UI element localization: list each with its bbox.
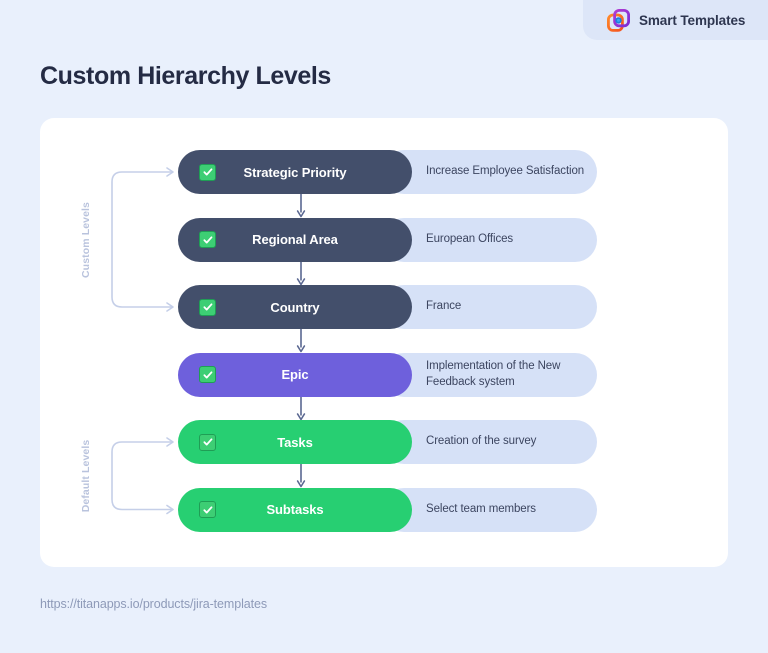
hierarchy-row: Regional Area European Offices [178, 217, 597, 262]
flow-arrow-down-icon [295, 261, 307, 286]
hierarchy-diagram: Strategic Priority Increase Employee Sati… [40, 118, 728, 567]
hierarchy-row: Strategic Priority Increase Employee Sati… [178, 150, 597, 194]
level-pill[interactable]: Country [178, 285, 412, 329]
value-chip: Implementation of the New Feedback syste… [382, 352, 597, 397]
value-text: European Offices [426, 232, 514, 245]
group-bracket-arrow-icon [166, 302, 174, 312]
value-chip: France [382, 285, 597, 329]
level-name: Strategic Priority [243, 164, 347, 180]
checkbox-checked-icon[interactable] [199, 231, 216, 248]
brand-name: Smart Templates [639, 12, 746, 28]
group-label: Default Levels [80, 439, 92, 513]
value-text: Creation of the survey [426, 435, 537, 448]
checkbox-checked-icon[interactable] [199, 298, 216, 316]
hierarchy-card: Strategic Priority Increase Employee Sati… [40, 118, 728, 567]
group-bracket-arrow-icon [166, 167, 174, 177]
level-pill[interactable]: Subtasks [178, 487, 412, 532]
level-name: Country [270, 299, 320, 315]
level-pill[interactable]: Regional Area [178, 217, 412, 262]
value-chip: Select team members [382, 487, 597, 532]
group-bracket [111, 441, 172, 511]
level-pill[interactable]: Tasks [178, 420, 412, 464]
hierarchy-row: Subtasks Select team members [178, 487, 597, 532]
footer-url: https://titanapps.io/products/jira-templ… [40, 597, 267, 611]
value-text: Increase Employee Satisfaction [426, 165, 585, 178]
group-label: Custom Levels [80, 201, 92, 278]
flow-arrow-down-icon [295, 329, 307, 353]
smart-templates-logo-icon [607, 8, 630, 32]
level-name: Subtasks [266, 502, 324, 517]
flow-arrow-down-icon [295, 194, 307, 218]
page-title: Custom Hierarchy Levels [40, 62, 331, 90]
checkbox-checked-icon[interactable] [199, 433, 216, 451]
level-name: Tasks [277, 434, 313, 450]
group-bracket [111, 171, 172, 308]
level-name: Epic [281, 367, 309, 382]
checkbox-checked-icon[interactable] [199, 366, 216, 383]
hierarchy-row: Epic Implementation of the New Feedback s… [178, 352, 597, 397]
checkbox-checked-icon[interactable] [199, 501, 216, 518]
brand-badge: Smart Templates [583, 0, 768, 40]
value-chip: Increase Employee Satisfaction [382, 150, 597, 194]
value-text: Implementation of the New Feedback syste… [426, 359, 561, 388]
hierarchy-row: Tasks Creation of the survey [178, 420, 597, 464]
level-pill[interactable]: Epic [178, 352, 412, 397]
checkbox-checked-icon[interactable] [199, 163, 216, 181]
hierarchy-row: Country France [178, 285, 597, 329]
value-text: France [426, 300, 462, 313]
value-chip: European Offices [382, 217, 597, 262]
flow-arrow-down-icon [295, 396, 307, 421]
group-bracket-arrow-icon [166, 504, 174, 515]
value-chip: Creation of the survey [382, 420, 597, 464]
value-text: Select team members [426, 502, 536, 515]
flow-arrow-down-icon [295, 464, 307, 488]
level-name: Regional Area [252, 232, 338, 247]
group-bracket-arrow-icon [166, 437, 174, 447]
level-pill[interactable]: Strategic Priority [178, 150, 412, 194]
